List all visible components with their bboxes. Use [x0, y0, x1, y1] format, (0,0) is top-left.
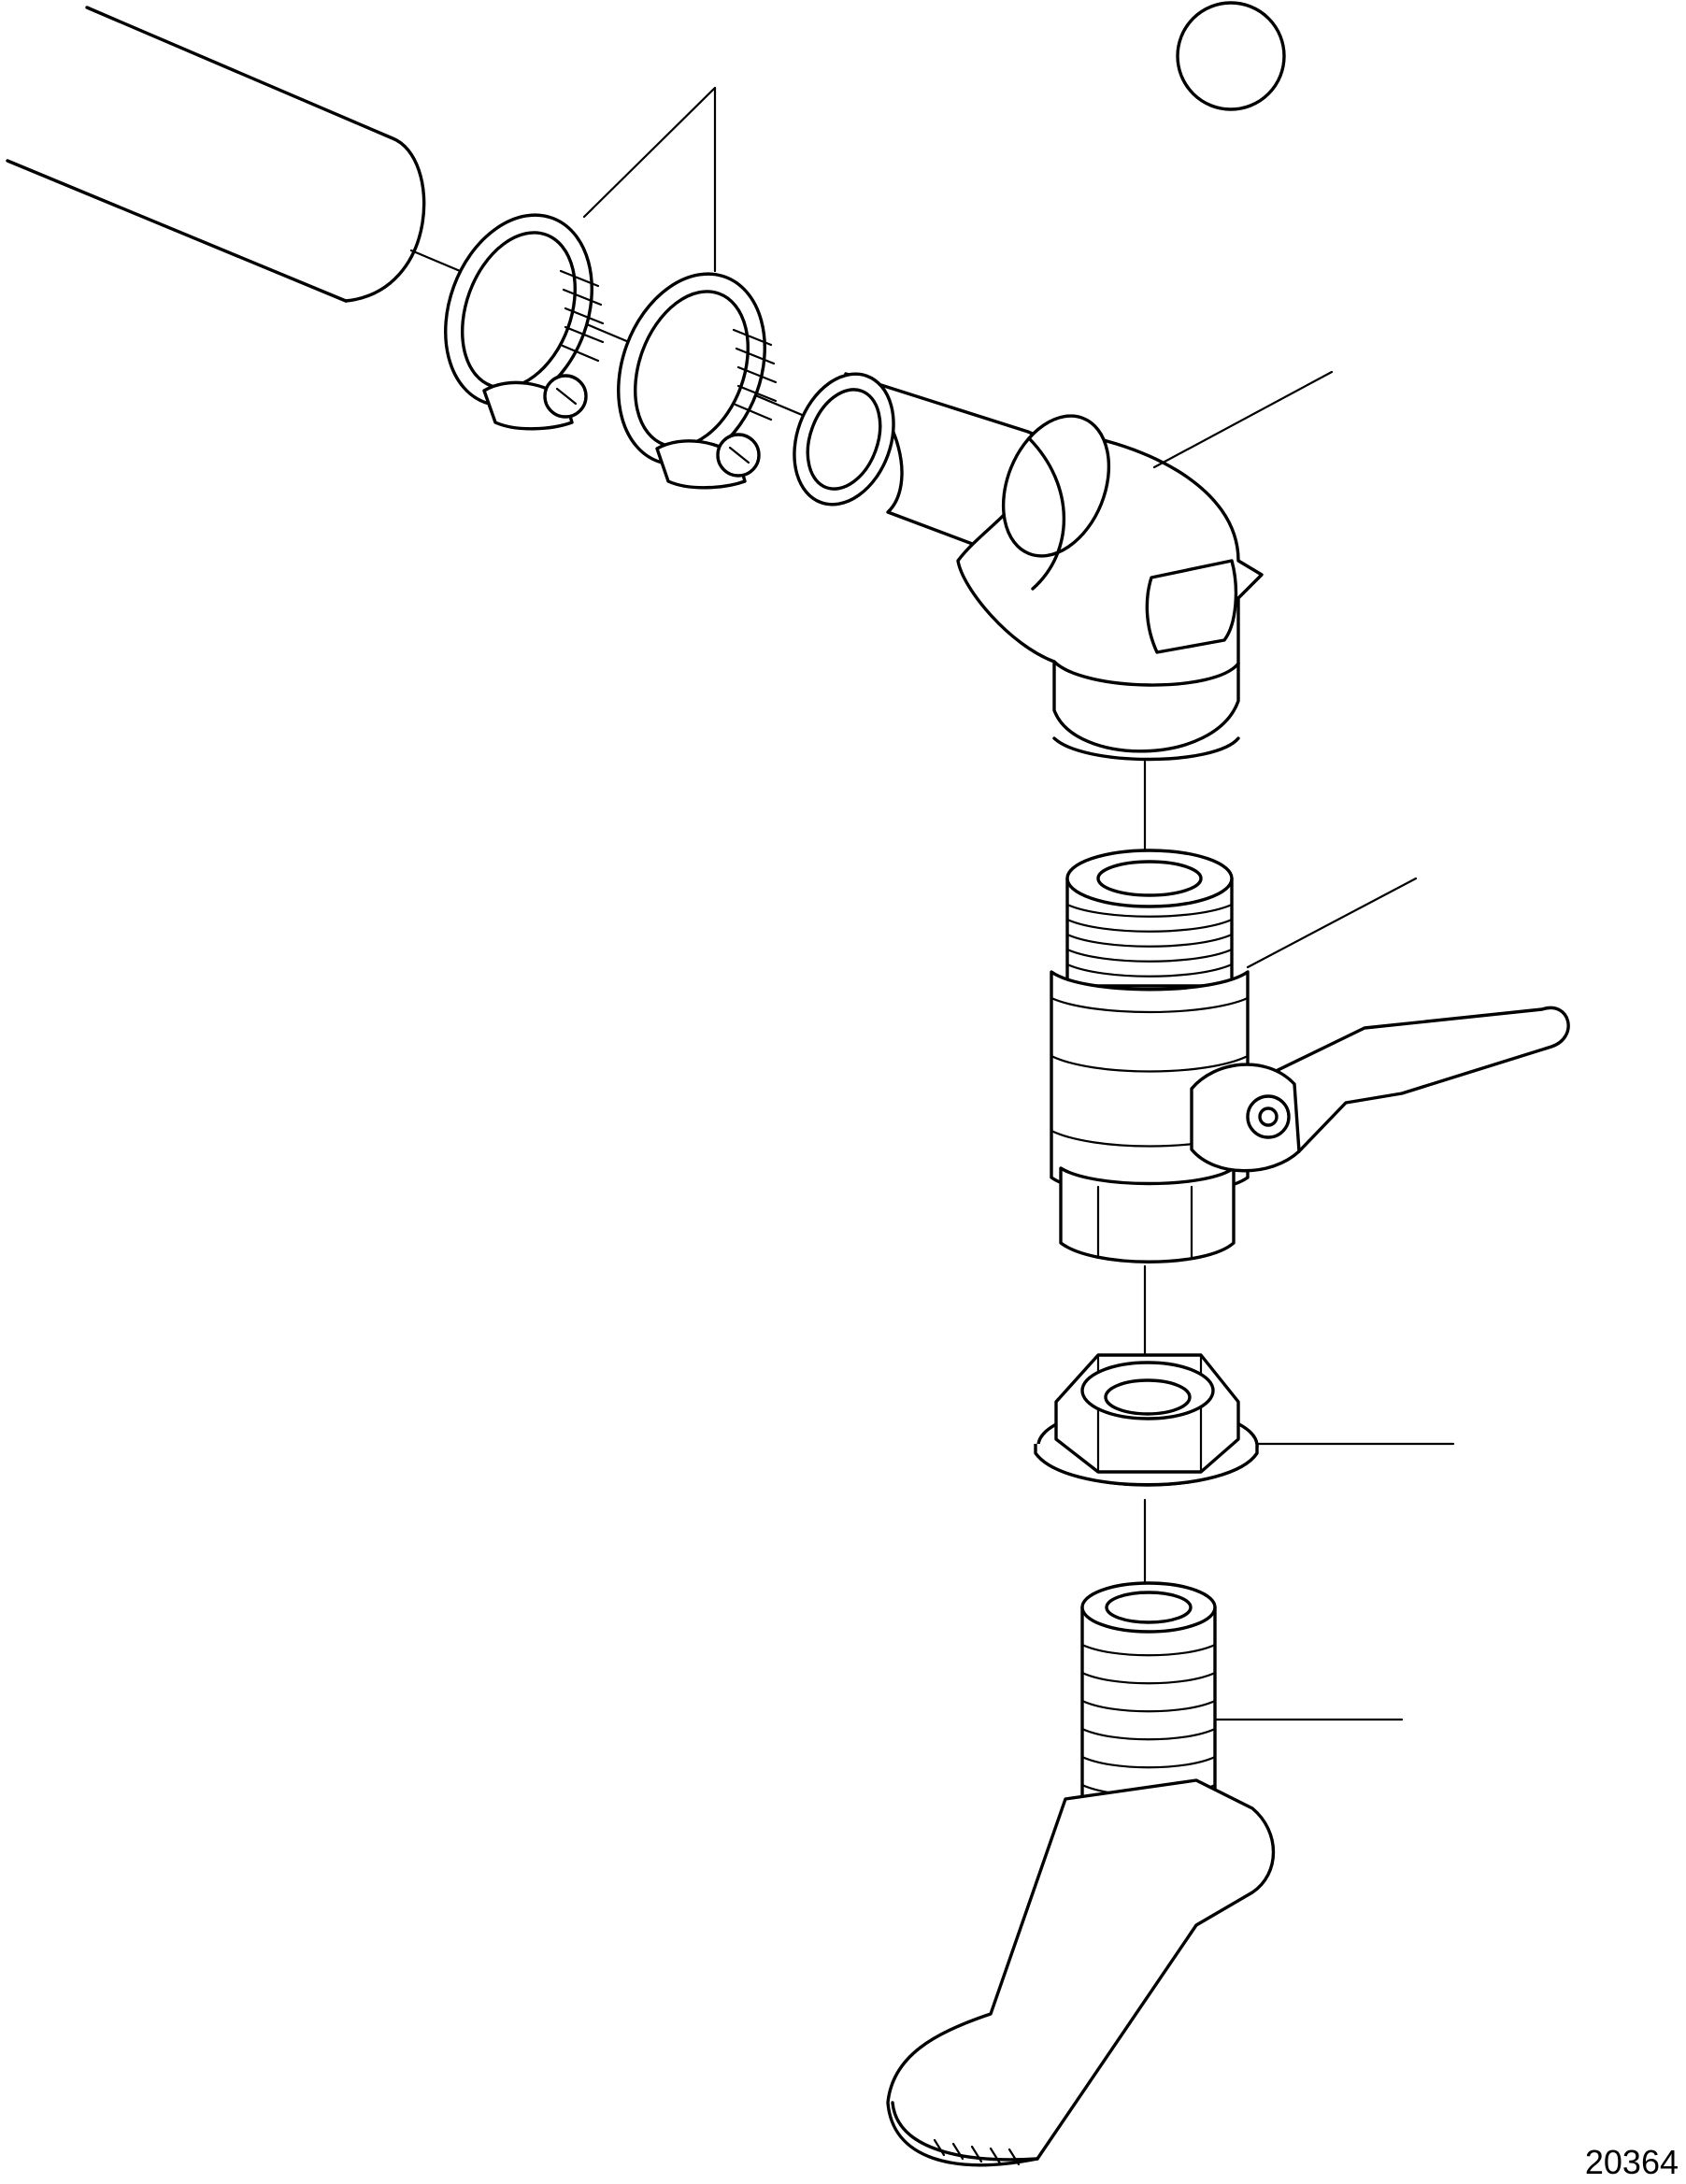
clamp-leader-lines: [582, 86, 717, 273]
hose-elbow: [793, 370, 1334, 762]
lock-nut: [1034, 1353, 1455, 1487]
hose-clamp-2: [617, 272, 778, 490]
through-hull-fitting: [886, 1581, 1404, 2167]
drawing-reference-number: 20364: [1584, 2143, 1679, 2181]
ball-valve: [1050, 849, 1570, 1263]
circle-symbol: [1176, 1, 1286, 111]
hose-clamp-1: [444, 213, 605, 431]
